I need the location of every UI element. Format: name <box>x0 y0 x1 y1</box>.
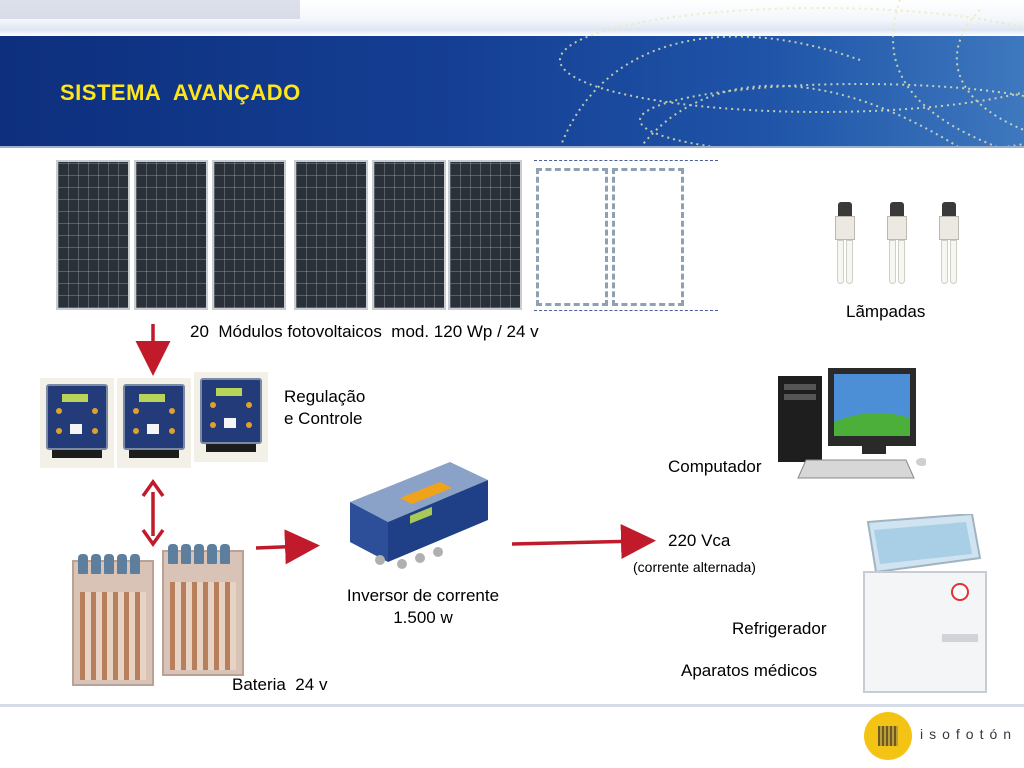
arrowhead-up <box>141 478 165 498</box>
solar-panel-icon <box>134 160 208 310</box>
lamps-label: Lãmpadas <box>846 302 926 321</box>
refrigerator-label: Refrigerador <box>732 619 827 638</box>
computer-label: Computador <box>668 457 762 476</box>
controller-icon <box>117 378 191 468</box>
lamp-icon <box>936 202 962 286</box>
solar-panel-icon <box>212 160 286 310</box>
computer-icon <box>778 368 926 479</box>
voltage-label: 220 Vca <box>668 531 731 550</box>
modules-label: 20 Módulos fotovoltaicos mod. 120 Wp / 2… <box>190 322 539 341</box>
battery-label: Bateria 24 v <box>232 675 328 694</box>
footer-rule <box>0 704 1024 707</box>
header-rule <box>0 146 1024 148</box>
slide-title: SISTEMA AVANÇADO <box>60 80 301 105</box>
battery-icon <box>162 544 244 676</box>
regulation-label: Regulação e Controle <box>284 387 366 428</box>
solar-panel-icon <box>56 160 130 310</box>
header-decoration <box>0 0 1024 148</box>
inverter-icon <box>350 462 488 569</box>
arrow-inverter-to-loads <box>511 523 656 559</box>
logo-mark-icon <box>878 726 898 746</box>
controller-icon <box>194 372 268 462</box>
solar-panel-icon <box>294 160 368 310</box>
solar-panel-icon <box>372 160 446 310</box>
lamp-icon <box>884 202 910 286</box>
arrowhead-down <box>141 528 165 548</box>
lamp-icon <box>832 202 858 286</box>
expansion-bottom-line <box>534 310 718 311</box>
voltage-note: (corrente alternada) <box>633 559 756 575</box>
freezer-icon <box>863 514 987 693</box>
medical-label: Aparatos médicos <box>681 661 818 680</box>
logo-text: isofotón <box>920 726 1018 742</box>
expansion-panel-slot <box>536 168 608 306</box>
battery-icon <box>72 554 154 686</box>
expansion-top-line <box>534 160 718 161</box>
expansion-panel-slot <box>612 168 684 306</box>
controller-icon <box>40 378 114 468</box>
header-band <box>0 36 1024 148</box>
solar-panel-icon <box>448 160 522 310</box>
header-banner <box>0 0 1024 148</box>
arrow-batteries-to-inverter <box>255 529 320 565</box>
inverter-label: Inversor de corrente 1.500 w <box>346 586 500 627</box>
